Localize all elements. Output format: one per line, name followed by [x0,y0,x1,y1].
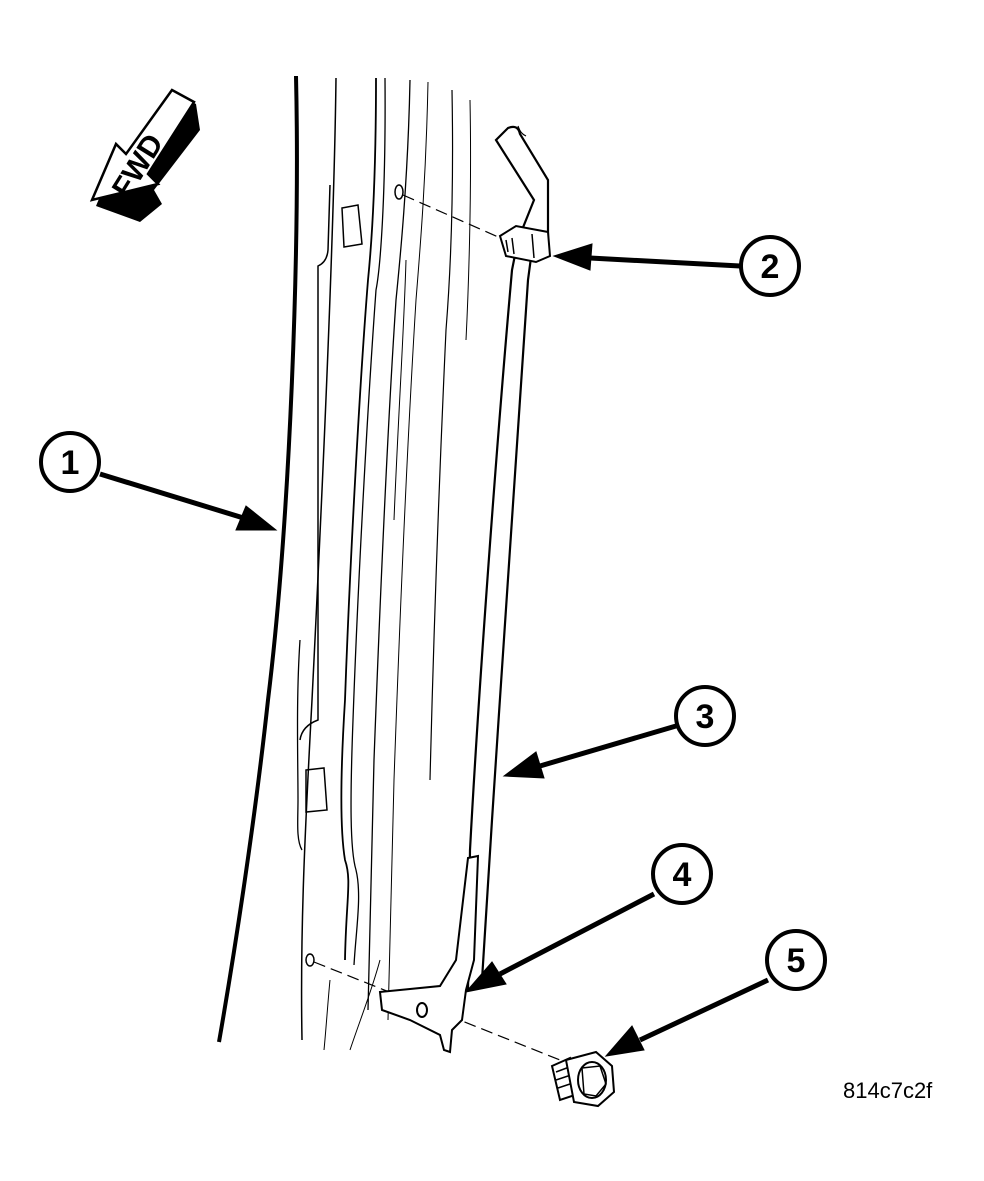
callout-2: 2 [739,235,801,297]
forward-direction-arrow: FWD [89,88,200,222]
leader-arrows [99,243,770,1057]
leader-arrow-1 [99,471,251,523]
upper-clip [498,224,552,264]
callout-5-number: 5 [787,942,806,980]
leader-arrow-4 [498,891,656,977]
bolt [550,1050,616,1108]
callout-1: 1 [39,431,101,493]
callout-1-number: 1 [61,444,80,482]
callout-2-number: 2 [761,248,780,286]
retainer-strip [466,125,550,993]
pillar-panel [217,75,472,1051]
leader-arrow-5 [638,977,770,1043]
callout-3: 3 [674,685,736,747]
arrowhead-4 [464,961,507,993]
arrowhead-3 [502,751,545,779]
arrowhead-5 [604,1025,645,1057]
callout-4-number: 4 [673,856,692,894]
callout-4: 4 [651,843,713,905]
arrowhead-2 [552,243,593,271]
leader-arrow-2 [589,255,741,269]
leader-arrow-3 [539,723,677,769]
callout-3-number: 3 [696,698,715,736]
figure-id: 814c7c2f [843,1078,933,1103]
arrowhead-1 [235,505,278,531]
callout-5: 5 [765,929,827,991]
lower-bracket [378,854,480,1054]
